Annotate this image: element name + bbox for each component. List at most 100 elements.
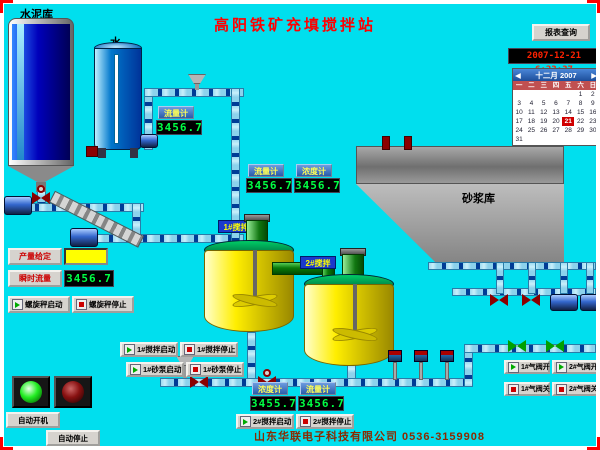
production-setpoint-input[interactable] (64, 248, 108, 265)
pipe-segment (144, 88, 244, 97)
calendar-day[interactable]: 3 (517, 100, 521, 107)
cement-silo-cone (8, 166, 74, 184)
calendar-weekday: 二 (525, 81, 538, 90)
stop-indicator-panel (54, 376, 92, 408)
calendar-day[interactable]: 14 (564, 109, 572, 116)
calendar-weekday: 一 (513, 81, 526, 90)
calendar-day[interactable]: 17 (515, 118, 523, 125)
mixer1-stop-button[interactable]: 1#搅拌停止 (180, 342, 238, 357)
calendar-day[interactable]: 10 (515, 109, 523, 116)
calendar-day[interactable]: 23 (589, 118, 596, 125)
pipe-segment (247, 332, 256, 382)
calendar-day[interactable]: 4 (529, 100, 534, 107)
level-sensor-icon (382, 136, 390, 150)
calendar-day[interactable]: 11 (528, 109, 535, 116)
pipe-segment (464, 344, 596, 353)
level-sensor-icon (404, 136, 412, 150)
auto-stop-button[interactable]: 自动停止 (46, 430, 100, 446)
density-meter-label: 浓度计 (296, 164, 332, 177)
calendar-day[interactable]: 30 (589, 127, 596, 134)
calendar-day[interactable]: 24 (515, 127, 523, 134)
gas-valve2-close-button[interactable]: 2#气阀关 (552, 382, 596, 396)
calendar-day[interactable]: 16 (589, 109, 596, 116)
pump-icon (580, 294, 596, 311)
stop-icon (556, 383, 567, 395)
auto-start-button[interactable]: 自动开机 (6, 412, 60, 428)
calendar-day[interactable]: 25 (527, 127, 536, 134)
calendar-day[interactable]: 27 (552, 127, 560, 134)
report-query-button[interactable]: 报表查询 (532, 24, 590, 41)
flow-meter-display: 3456.7 (246, 178, 293, 193)
page-title: 高阳铁矿充填搅拌站 (214, 17, 377, 34)
calendar-day[interactable]: 28 (564, 127, 572, 134)
instant-flow-label: 瞬时流量 (8, 270, 62, 287)
flow-meter-label: 流量计 (248, 164, 284, 177)
calendar-day[interactable]: 8 (578, 100, 583, 107)
calendar-day[interactable]: 31 (515, 136, 523, 143)
calendar-day[interactable]: 29 (576, 127, 585, 134)
sand-pump1-start-button[interactable]: 1#砂泵启动 (126, 362, 184, 377)
calendar-day[interactable]: 22 (576, 118, 585, 125)
water-level-gauge (114, 54, 119, 144)
calendar-next-icon[interactable]: ▶ (591, 70, 596, 80)
calendar-prev-icon[interactable]: ◀ (515, 70, 521, 80)
calendar-day[interactable]: 26 (540, 127, 548, 134)
calendar-day[interactable]: 5 (541, 100, 546, 107)
gas-valve1-open-button[interactable]: 1#气阀开 (504, 360, 550, 374)
flow-meter-display: 3456.7 (298, 396, 345, 411)
calendar-day (513, 90, 525, 99)
button-label: 螺旋秤停止 (89, 300, 127, 309)
valve-icon (86, 146, 98, 157)
gas-valve2-open-button[interactable]: 2#气阀开 (552, 360, 596, 374)
slurry-store-top (356, 146, 564, 184)
calendar-weekday: 三 (537, 81, 550, 90)
hopper-stem (195, 84, 199, 90)
slurry-store-label: 砂浆库 (462, 193, 495, 205)
screw-scale-stop-button[interactable]: 螺旋秤停止 (72, 296, 134, 313)
cement-silo-gauge (17, 24, 24, 160)
calendar-weekday: 五 (562, 81, 575, 90)
button-label: 1#气阀开 (521, 364, 550, 371)
calendar-day[interactable]: 2 (591, 91, 595, 98)
button-label: 自动停止 (58, 433, 88, 443)
start-icon (12, 299, 23, 310)
gas-valve1-close-button[interactable]: 1#气阀关 (504, 382, 550, 396)
calendar-day[interactable]: 13 (552, 109, 560, 116)
calendar-day[interactable]: 21 (562, 117, 575, 126)
calendar-weekday: 四 (549, 81, 563, 90)
calendar-day[interactable]: 6 (554, 100, 558, 107)
calendar-day (538, 90, 550, 99)
calendar-day[interactable]: 15 (576, 109, 585, 116)
mixer2-body (304, 284, 394, 366)
pipe-segment (586, 262, 594, 294)
button-label: 1#搅拌停止 (197, 345, 236, 354)
mixer2-stop-button[interactable]: 2#搅拌停止 (296, 414, 354, 429)
stop-icon (190, 364, 201, 375)
sand-pump1-stop-button[interactable]: 1#砂泵停止 (186, 362, 244, 377)
stop-indicator-light (62, 381, 84, 403)
calendar-titlebar: ◀ 十二月 2007 ▶ (513, 69, 596, 81)
run-indicator-panel (12, 376, 50, 408)
calendar-day[interactable]: 1 (578, 91, 583, 98)
calendar-day[interactable]: 12 (540, 109, 548, 116)
mixer2-start-button[interactable]: 2#搅拌启动 (236, 414, 294, 429)
corner-mark (0, 437, 13, 450)
calendar-day[interactable]: 7 (566, 100, 571, 107)
calendar-day[interactable]: 18 (527, 118, 536, 125)
pipe-segment (496, 262, 504, 294)
stop-icon (508, 383, 519, 395)
calendar-day[interactable]: 19 (540, 118, 548, 125)
button-label: 报表查询 (545, 28, 577, 37)
pipe-segment (528, 262, 536, 294)
company-footer: 山东华联电子科技有限公司 0536-3159908 (254, 431, 486, 443)
calendar-weekdays: 一二三四五六日 (513, 81, 596, 90)
pneumatic-valve-icon (508, 340, 526, 352)
screw-scale-start-button[interactable]: 螺旋秤启动 (8, 296, 70, 313)
calendar-day[interactable]: 20 (552, 118, 560, 125)
valve-icon (190, 376, 208, 388)
calendar-day[interactable]: 9 (591, 100, 595, 107)
pump-icon (550, 294, 578, 311)
mixer1-start-button[interactable]: 1#搅拌启动 (120, 342, 178, 357)
pipe-segment (560, 262, 568, 294)
